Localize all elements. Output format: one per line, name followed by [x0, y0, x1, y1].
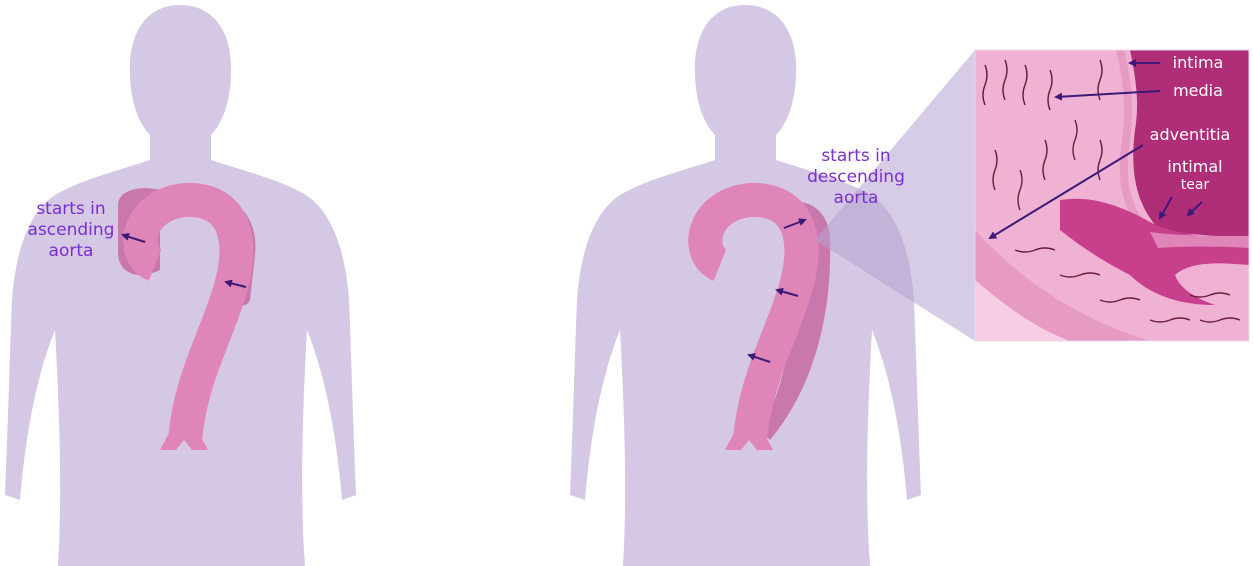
- label-line: ascending: [16, 220, 126, 241]
- ascending-aorta-label: starts in ascending aorta: [16, 199, 126, 262]
- right-body-silhouette: [570, 5, 921, 566]
- adventitia-label: adventitia: [1140, 126, 1240, 144]
- tear-line: tear: [1160, 176, 1230, 194]
- intima-label: intima: [1163, 54, 1233, 72]
- media-label: media: [1163, 82, 1233, 100]
- label-line: aorta: [16, 241, 126, 262]
- tear-line: intimal: [1160, 158, 1230, 176]
- label-line: aorta: [796, 188, 916, 209]
- label-line: starts in: [16, 199, 126, 220]
- label-line: starts in: [796, 146, 916, 167]
- label-line: descending: [796, 167, 916, 188]
- left-body-silhouette: [5, 5, 356, 566]
- intimal-tear-label: intimal tear: [1160, 158, 1230, 194]
- descending-aorta-label: starts in descending aorta: [796, 146, 916, 209]
